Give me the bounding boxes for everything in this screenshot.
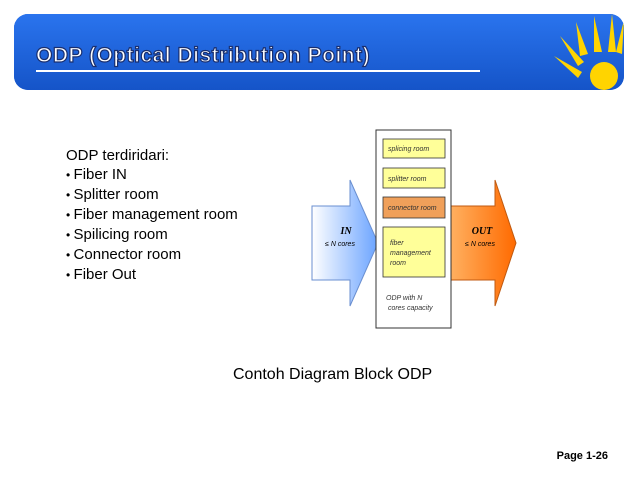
list-item: Fiber management room xyxy=(66,205,238,225)
in-cores-label: ≤ N cores xyxy=(325,241,355,248)
fiber-management-label-3: room xyxy=(390,260,406,267)
splitter-room-block xyxy=(382,167,446,189)
page-title: ODP (Optical Distribution Point) xyxy=(35,43,371,67)
list-item: Fiber Out xyxy=(66,265,238,285)
splicing-room-label: splicing room xyxy=(388,146,429,153)
fiber-management-room-block xyxy=(382,226,446,278)
out-cores-label: ≤ N cores xyxy=(465,241,495,248)
list-lead: ODP terdiridari: xyxy=(66,147,170,164)
fiber-management-label-2: management xyxy=(390,250,432,257)
capacity-label-1: ODP with N xyxy=(386,295,423,302)
title-underline xyxy=(36,70,480,72)
connector-room-label: connector room xyxy=(388,205,437,212)
fiber-management-label-1: fiber xyxy=(390,240,404,247)
list-item: Connector room xyxy=(66,245,238,265)
list-item: Spilicing room xyxy=(66,225,238,245)
splicing-room-block xyxy=(382,138,446,159)
sun-logo-icon xyxy=(554,14,624,90)
out-label: OUT xyxy=(472,226,493,237)
page-number: Page 1-26 xyxy=(556,450,608,462)
capacity-label-2: cores capacity xyxy=(386,305,433,312)
in-label: IN xyxy=(339,226,352,237)
list-item: Fiber IN xyxy=(66,165,238,185)
component-list: ODP terdiridari: Fiber IN Splitter room … xyxy=(66,146,238,285)
diagram-caption: Contoh Diagram Block ODP xyxy=(233,366,433,383)
title-banner: ODP (Optical Distribution Point) xyxy=(14,14,624,90)
list-item: Splitter room xyxy=(66,185,238,205)
connector-room-block xyxy=(382,196,446,219)
splitter-room-label: splitter room xyxy=(388,176,427,183)
out-arrow xyxy=(450,179,517,307)
in-arrow xyxy=(311,179,379,307)
